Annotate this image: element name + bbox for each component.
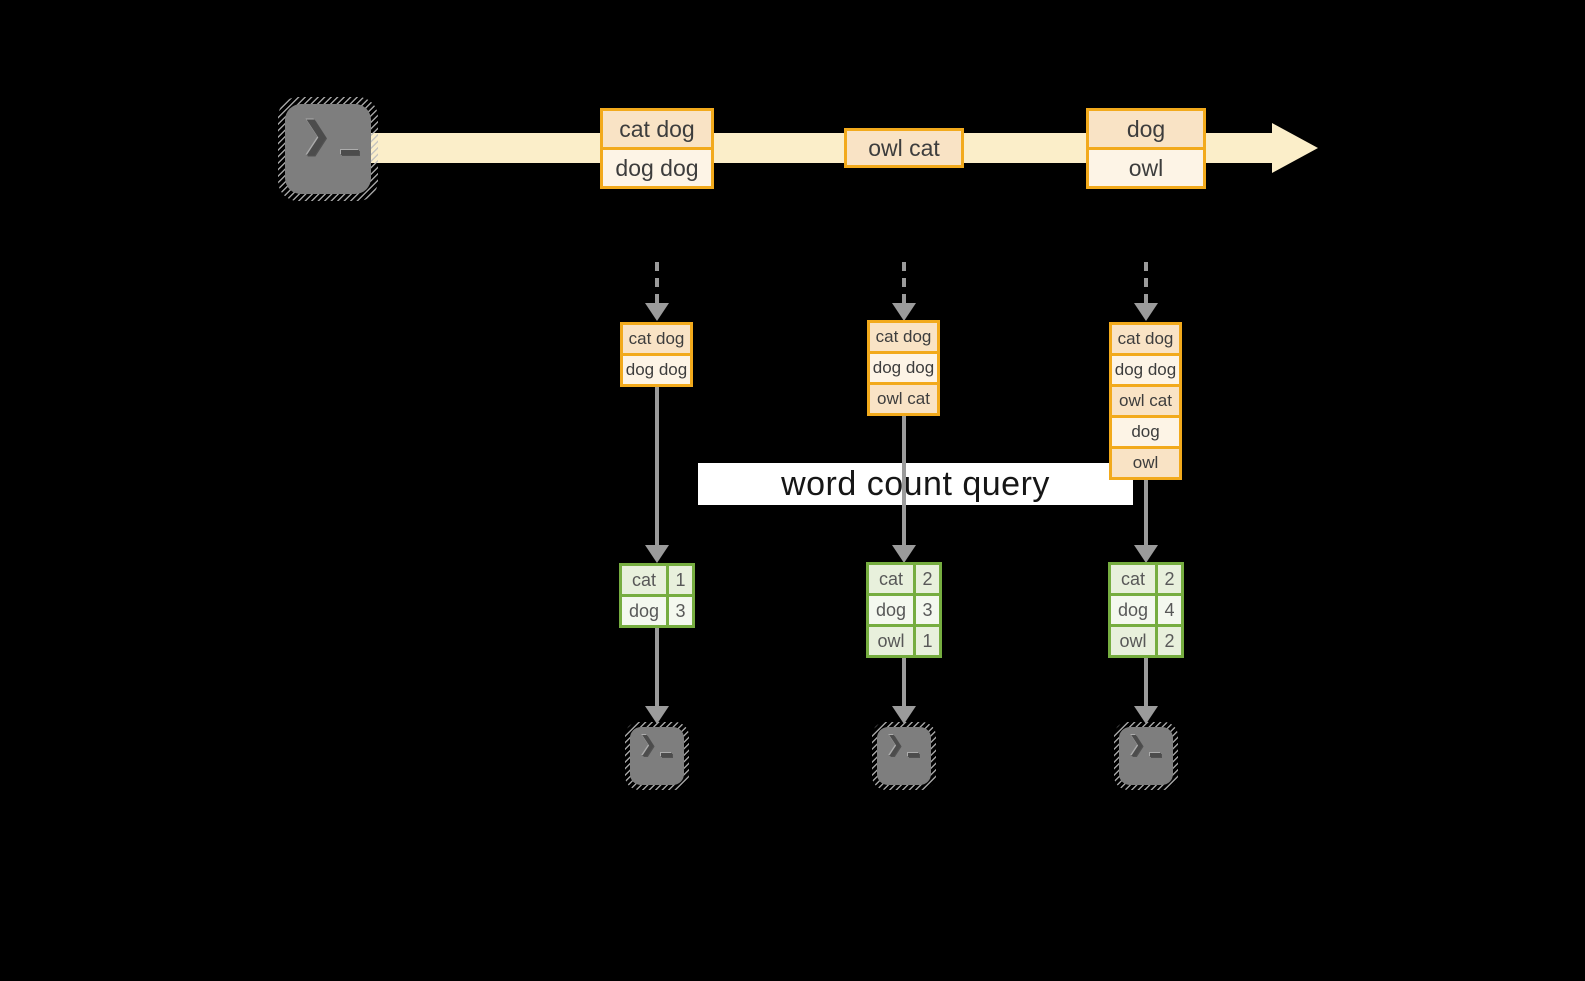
terminal-cursor-icon — [908, 753, 919, 757]
microbatch-line: owl — [1109, 446, 1182, 480]
terminal-icon-body: ❯ — [630, 727, 684, 785]
count-cell: 1 — [669, 566, 692, 594]
terminal-prompt-icon: ❯ — [1128, 733, 1146, 756]
dashed-arrow-2 — [902, 262, 906, 304]
terminal-icon-body: ❯ — [877, 727, 931, 785]
stream-line: cat dog — [603, 111, 711, 147]
wordcount-table-3: cat 2 dog 4 owl 2 — [1108, 562, 1184, 658]
state-arrowhead-2 — [892, 545, 916, 563]
count-cell: 2 — [916, 565, 939, 593]
wordcount-table-2: cat 2 dog 3 owl 1 — [866, 562, 942, 658]
count-cell: 4 — [1158, 596, 1181, 624]
microbatch-stack-3: cat dog dog dog owl cat dog owl — [1109, 322, 1182, 480]
sink-terminal-icon-2: ❯ — [872, 722, 936, 790]
state-arrow-1 — [655, 387, 659, 546]
dashed-arrowhead-1 — [645, 303, 669, 321]
output-arrow-2 — [902, 658, 906, 708]
dashed-arrow-3 — [1144, 262, 1148, 304]
microbatch-stack-2: cat dog dog dog owl cat — [867, 320, 940, 416]
terminal-prompt-icon: ❯ — [639, 733, 657, 756]
microbatch-line: dog dog — [867, 351, 940, 385]
stream-batch-2: owl cat — [844, 128, 964, 168]
terminal-prompt-icon: ❯ — [301, 114, 332, 155]
count-cell: 3 — [916, 596, 939, 624]
stream-batch-1: cat dog dog dog — [600, 108, 714, 189]
output-arrow-3 — [1144, 658, 1148, 708]
word-cell: owl — [1111, 627, 1155, 655]
source-terminal-icon: ❯ — [278, 97, 378, 201]
state-arrowhead-1 — [645, 545, 669, 563]
word-cell: cat — [869, 565, 913, 593]
microbatch-line: cat dog — [867, 320, 940, 354]
count-cell: 2 — [1158, 565, 1181, 593]
word-cell: cat — [1111, 565, 1155, 593]
microbatch-stack-1: cat dog dog dog — [620, 322, 693, 387]
output-arrow-1 — [655, 628, 659, 708]
terminal-cursor-icon — [1150, 753, 1161, 757]
sink-terminal-icon-1: ❯ — [625, 722, 689, 790]
count-cell: 3 — [669, 597, 692, 625]
output-arrowhead-2 — [892, 706, 916, 724]
query-label-box: word count query — [698, 463, 1133, 505]
microbatch-line: dog — [1109, 415, 1182, 449]
wordcount-table-1: cat 1 dog 3 — [619, 563, 695, 628]
dashed-arrowhead-3 — [1134, 303, 1158, 321]
terminal-prompt-icon: ❯ — [886, 733, 904, 756]
word-cell: dog — [869, 596, 913, 624]
terminal-icon-body: ❯ — [1119, 727, 1173, 785]
microbatch-line: cat dog — [620, 322, 693, 356]
stream-line: owl cat — [847, 131, 961, 165]
count-cell: 2 — [1158, 627, 1181, 655]
stream-line: dog — [1089, 111, 1203, 147]
stream-line: dog dog — [603, 147, 711, 186]
microbatch-line: owl cat — [1109, 384, 1182, 418]
output-arrowhead-1 — [645, 706, 669, 724]
stream-line: owl — [1089, 147, 1203, 186]
dashed-arrowhead-2 — [892, 303, 916, 321]
word-cell: owl — [869, 627, 913, 655]
state-arrow-2 — [902, 416, 906, 546]
state-arrow-3 — [1144, 480, 1148, 546]
stream-timeline-arrowhead — [1272, 123, 1318, 173]
microbatch-line: owl cat — [867, 382, 940, 416]
output-arrowhead-3 — [1134, 706, 1158, 724]
microbatch-line: dog dog — [1109, 353, 1182, 387]
terminal-cursor-icon — [341, 150, 359, 155]
count-cell: 1 — [916, 627, 939, 655]
microbatch-line: dog dog — [620, 353, 693, 387]
word-cell: cat — [622, 566, 666, 594]
terminal-icon-body: ❯ — [285, 104, 371, 194]
word-cell: dog — [622, 597, 666, 625]
dashed-arrow-1 — [655, 262, 659, 304]
query-label: word count query — [781, 464, 1050, 503]
stream-batch-3: dog owl — [1086, 108, 1206, 189]
microbatch-line: cat dog — [1109, 322, 1182, 356]
state-arrowhead-3 — [1134, 545, 1158, 563]
terminal-cursor-icon — [661, 753, 672, 757]
word-cell: dog — [1111, 596, 1155, 624]
sink-terminal-icon-3: ❯ — [1114, 722, 1178, 790]
